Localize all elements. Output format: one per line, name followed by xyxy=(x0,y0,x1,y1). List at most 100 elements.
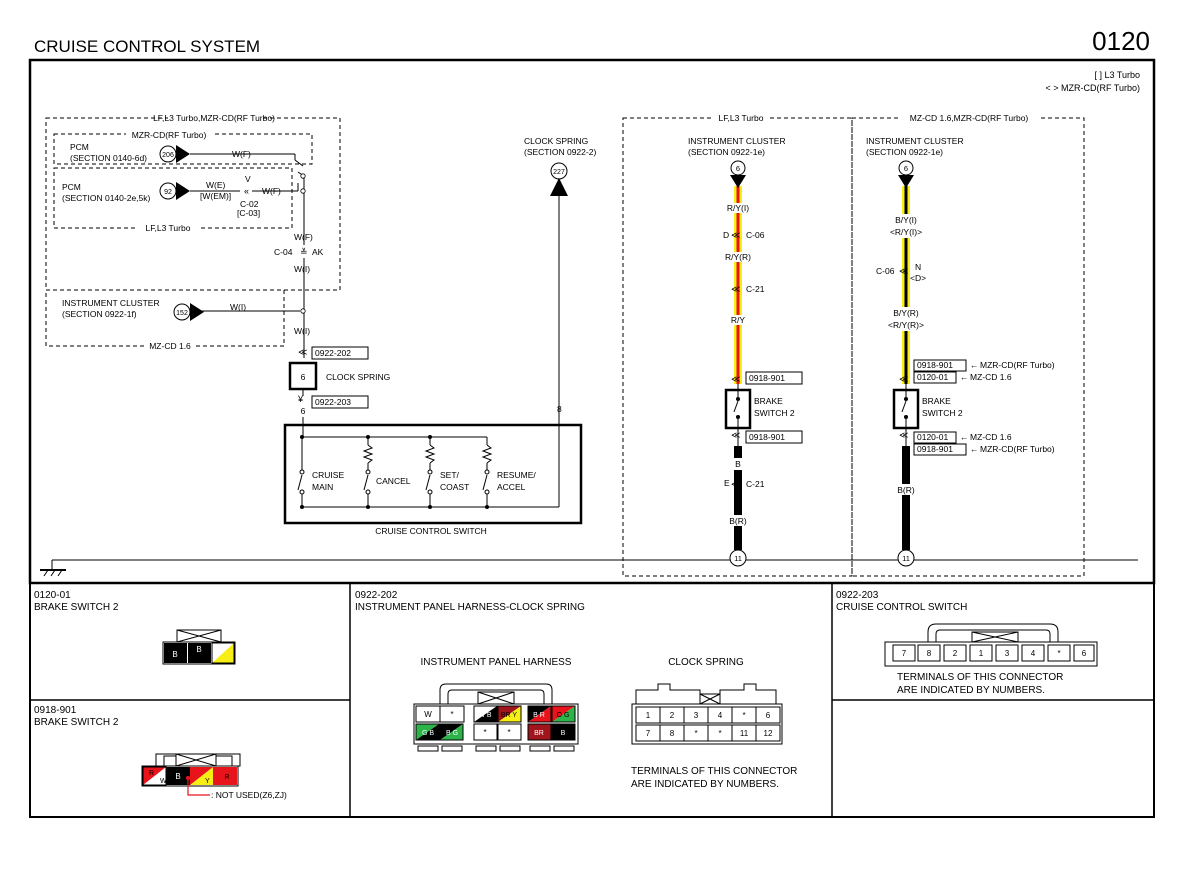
svg-text:≪: ≪ xyxy=(731,479,740,489)
switch-label-cancel: CANCEL xyxy=(376,476,411,486)
pcm2-conn-b: [C-03] xyxy=(237,208,260,218)
c0922-203-code: 0922-203 xyxy=(836,590,879,601)
conn-0922-202-tag: 0922-202 xyxy=(315,348,351,358)
clock-spring-pin: 6 xyxy=(301,372,306,382)
harness-bottom-2: B G xyxy=(446,730,458,737)
mid-e: E xyxy=(724,478,730,488)
group-label-mzr-cd: MZR-CD(RF Turbo) xyxy=(132,130,207,140)
ic-left-wire: W(I) xyxy=(230,302,246,312)
harness-bottom-4: * xyxy=(507,728,510,737)
switch-label-main: MAIN xyxy=(312,482,333,492)
right-conn-a1: 0918-901 xyxy=(917,360,953,370)
right-c06: C-06 xyxy=(876,266,895,276)
c0918-pin4: Y xyxy=(205,778,210,785)
c0918-note: : NOT USED(Z6,ZJ) xyxy=(211,790,287,800)
pcm2-wire-b: [W(EM)] xyxy=(200,191,231,201)
cs-ref-pin: 227 xyxy=(553,169,565,176)
svg-text:≪: ≪ xyxy=(899,374,908,384)
left-wire-wf: W(F) xyxy=(294,232,313,242)
spring-bottom-3: * xyxy=(694,729,697,738)
group-label-mz-cd: MZ-CD 1.6 xyxy=(149,341,191,351)
clock-spring-reference: CLOCK SPRING (SECTION 0922-2) 227 8 xyxy=(524,136,596,507)
spring-top-6: 6 xyxy=(766,711,771,720)
svg-text:≪: ≪ xyxy=(298,347,307,357)
right-wire xyxy=(902,186,910,550)
pcm1-name: PCM xyxy=(70,142,89,152)
harness-top-5: B R xyxy=(533,712,545,719)
c0922-203-pin-4: 1 xyxy=(979,649,984,658)
mid-w1: R/Y(I) xyxy=(727,203,749,213)
mid-bs1: BRAKE xyxy=(754,396,783,406)
harness-top-4: BR Y xyxy=(501,712,518,719)
spring-top-3: 3 xyxy=(694,711,699,720)
cs-ref-name: CLOCK SPRING xyxy=(524,136,588,146)
page-title: CRUISE CONTROL SYSTEM xyxy=(34,37,260,56)
switch-title: CRUISE CONTROL SWITCH xyxy=(375,526,487,536)
c0120-name: BRAKE SWITCH 2 xyxy=(34,602,119,613)
switch-label-accel: ACCEL xyxy=(497,482,526,492)
mid-bs2: SWITCH 2 xyxy=(754,408,795,418)
pcm1-section: (SECTION 0140-6d) xyxy=(70,153,147,163)
c0922-202-name: INSTRUMENT PANEL HARNESS-CLOCK SPRING xyxy=(355,602,585,613)
svg-text:≪: ≪ xyxy=(731,230,740,240)
right-conn-b2: 0918-901 xyxy=(917,444,953,454)
legend-l3: [ ] L3 Turbo xyxy=(1094,70,1140,80)
harness-top-2: * xyxy=(450,710,453,719)
mid-c21b: C-21 xyxy=(746,479,765,489)
switch-label-resume: RESUME/ xyxy=(497,470,536,480)
ic-left-pin: 152 xyxy=(176,310,188,317)
connector-clock-spring: 1 2 3 4 * 6 7 8 * * 11 12 xyxy=(631,683,783,745)
pcm2-section: (SECTION 0140-2e,5k) xyxy=(62,193,151,203)
legend-mzr: < > MZR-CD(RF Turbo) xyxy=(1045,83,1140,93)
c0918-pin2: W xyxy=(160,778,167,785)
connector-0918-901: R W B Y R : NOT USED(Z6,ZJ) xyxy=(141,753,287,800)
right-w1: B/Y(I) xyxy=(895,215,917,225)
pcm2-conn: C-02 xyxy=(240,199,259,209)
c0922-202-harness-label: INSTRUMENT PANEL HARNESS xyxy=(421,657,572,668)
mid-gnd: 11 xyxy=(734,554,742,563)
svg-text:←: ← xyxy=(970,444,979,454)
spring-top-4: 4 xyxy=(718,711,723,720)
c0922-203-note1: TERMINALS OF THIS CONNECTOR xyxy=(897,672,1063,683)
mid-w4: B xyxy=(735,459,741,469)
right-w1b: <R/Y(I)> xyxy=(890,227,922,237)
spring-bottom-6: 12 xyxy=(764,729,773,738)
c0120-pin2: B xyxy=(196,645,201,654)
svg-text:≪: ≪ xyxy=(731,430,740,440)
c0922-203-pin-7: * xyxy=(1057,649,1060,658)
svg-text:«: « xyxy=(244,186,249,196)
section-code: 0120 xyxy=(1092,26,1150,56)
mid-ic-section: (SECTION 0922-1e) xyxy=(688,147,765,157)
spring-top-1: 1 xyxy=(646,711,651,720)
ic-left-name: INSTRUMENT CLUSTER xyxy=(62,298,160,308)
c0918-code: 0918-901 xyxy=(34,705,77,716)
c0120-code: 0120-01 xyxy=(34,590,71,601)
mid-wire xyxy=(734,186,742,550)
right-ic-name: INSTRUMENT CLUSTER xyxy=(866,136,964,146)
right-bs1: BRAKE xyxy=(922,396,951,406)
left-wires xyxy=(190,153,305,358)
pcm-2: PCM (SECTION 0140-2e,5k) 92 W(E) [W(EM)]… xyxy=(62,174,281,218)
spring-top-2: 2 xyxy=(670,711,675,720)
spring-top-5: * xyxy=(742,711,745,720)
spring-bottom-4: * xyxy=(718,729,721,738)
harness-top-6: O G xyxy=(557,712,570,719)
left-c04: C-04 xyxy=(274,247,293,257)
cs-ref-section: (SECTION 0922-2) xyxy=(524,147,596,157)
svg-text:←: ← xyxy=(960,372,969,382)
switch-label-coast: COAST xyxy=(440,482,469,492)
pcm2-wire-v: V xyxy=(245,174,251,184)
c0918-pin1: R xyxy=(149,770,154,777)
right-conn-b2-note: MZR-CD(RF Turbo) xyxy=(980,444,1055,454)
svg-text:¥: ¥ xyxy=(297,394,304,404)
instrument-cluster-left: INSTRUMENT CLUSTER (SECTION 0922-1f) 152… xyxy=(62,298,246,321)
c0918-pin3: B xyxy=(175,772,180,781)
right-w2: B/Y(R) xyxy=(893,308,919,318)
spring-bottom-2: 8 xyxy=(670,729,675,738)
harness-bottom-5: BR xyxy=(534,730,544,737)
c0922-203-pin-8: 6 xyxy=(1082,649,1087,658)
svg-text:≚: ≚ xyxy=(300,247,308,257)
c0120-pin1: B xyxy=(172,650,177,659)
